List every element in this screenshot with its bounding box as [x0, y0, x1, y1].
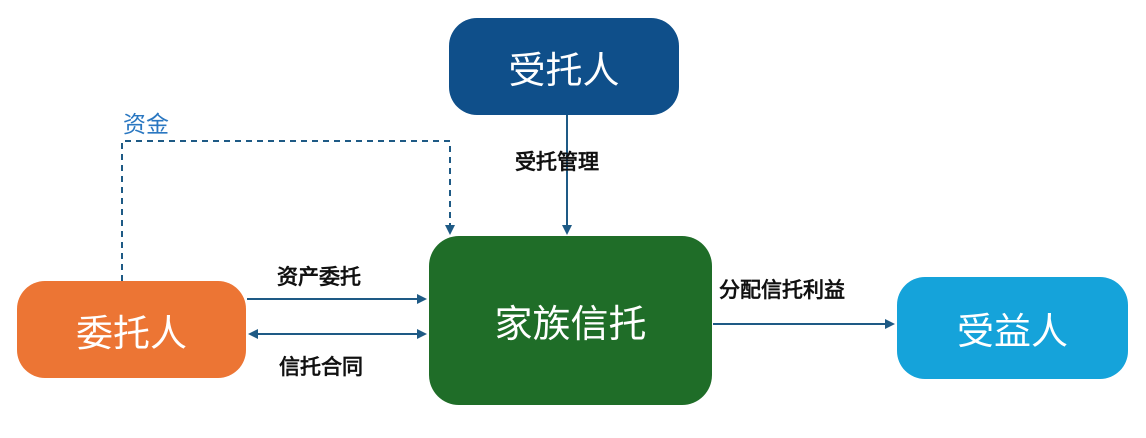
funds-dashed-arrow	[121, 140, 455, 281]
family-trust-node: 家族信托	[429, 236, 712, 405]
trustee-node: 受托人	[449, 18, 679, 115]
beneficiary-node: 受益人	[897, 277, 1128, 379]
family-trust-label: 家族信托	[494, 302, 647, 346]
settlor-node: 委托人	[17, 281, 246, 378]
distribute-benefit-edge-label: 分配信托利益	[719, 278, 845, 302]
trust-contract-edge-label: 信托合同	[279, 355, 363, 379]
funds-edge-label: 资金	[123, 112, 169, 138]
trust-management-edge-label: 受托管理	[515, 150, 599, 174]
settlor-label: 委托人	[76, 311, 187, 355]
beneficiary-label: 受益人	[957, 310, 1068, 353]
trustee-label: 受托人	[508, 48, 620, 92]
asset-entrust-edge-label: 资产委托	[277, 265, 361, 289]
